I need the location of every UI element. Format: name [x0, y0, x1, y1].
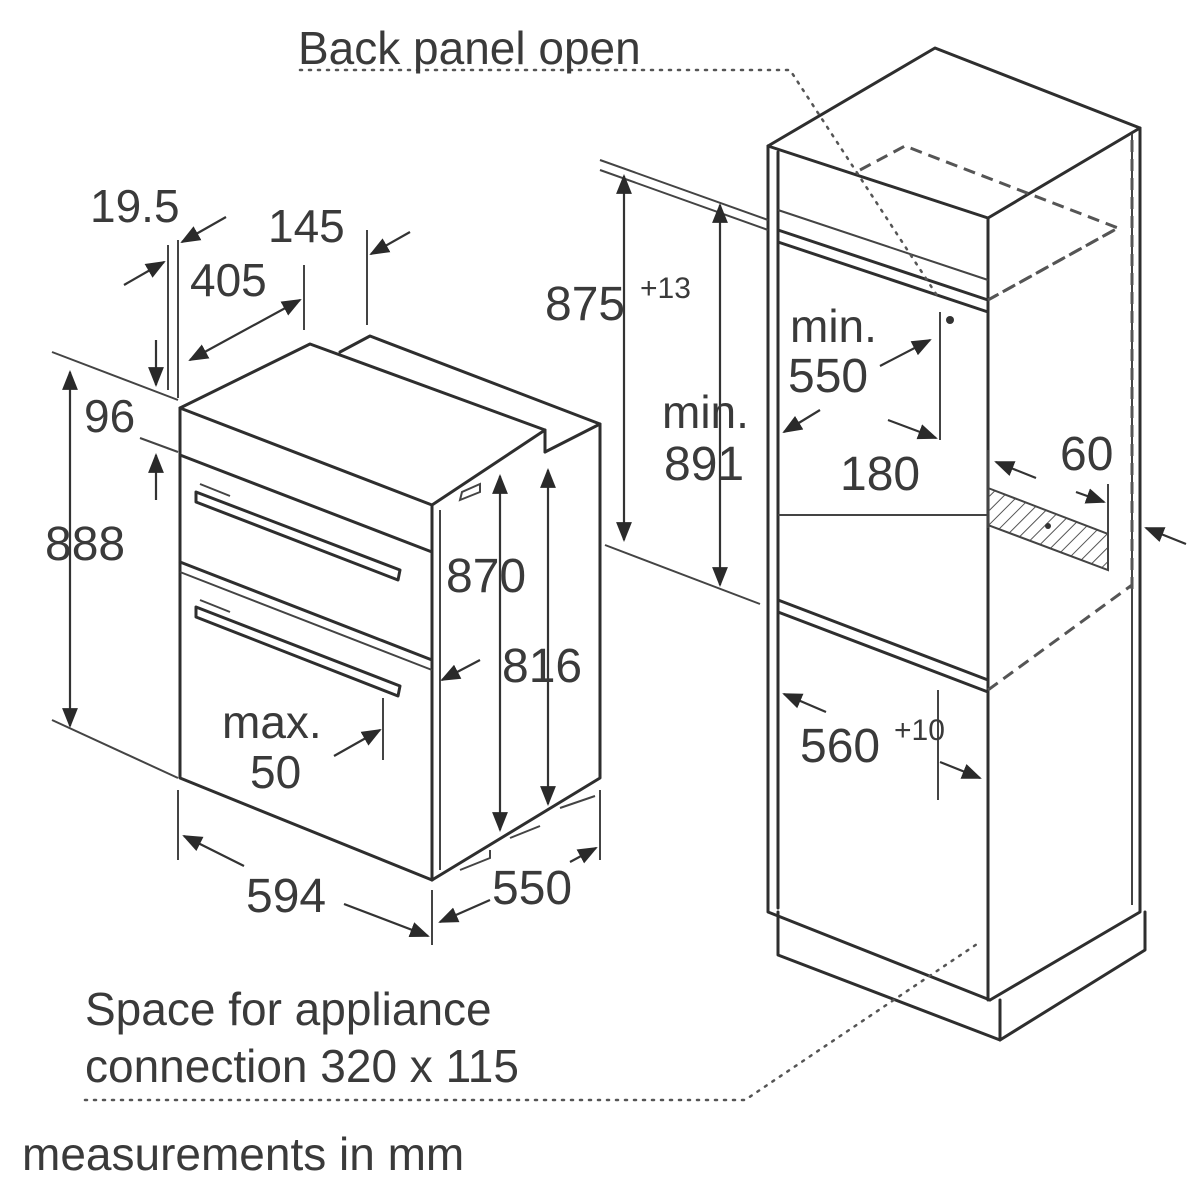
max-50-label-line2: 50	[250, 746, 301, 798]
connection-label-line1: Space for appliance	[85, 983, 492, 1035]
dim-875: 875	[545, 278, 625, 331]
min-891-label-line1: min.	[662, 386, 749, 438]
oven-dimensions	[51, 216, 601, 945]
connection-label-line2: connection 320 x 115	[85, 1040, 519, 1092]
oven-drawing	[178, 334, 602, 882]
dim-405: 405	[190, 254, 267, 306]
dim-560-tolerance: +10	[894, 714, 945, 747]
min-550-label-line2: 550	[788, 350, 868, 403]
dim-96: 96	[84, 390, 135, 442]
dim-145: 145	[268, 200, 345, 252]
min-550-label-line1: min.	[790, 300, 877, 352]
dim-870: 870	[446, 550, 526, 603]
dim-560: 560	[800, 720, 880, 773]
units-note: measurements in mm	[22, 1128, 464, 1180]
dim-180: 180	[840, 448, 920, 501]
dim-594: 594	[246, 870, 326, 923]
dim-19-5: 19.5	[90, 180, 180, 232]
cabinet-dimensions	[83, 68, 1187, 1102]
dim-888: 888	[45, 518, 125, 571]
back-panel-label: Back panel open	[298, 22, 641, 74]
max-50-label-line1: max.	[222, 696, 322, 748]
dim-550: 550	[492, 862, 572, 915]
dim-60: 60	[1060, 428, 1113, 481]
dim-875-tolerance: +13	[640, 272, 691, 305]
min-891-label-line2: 891	[664, 438, 744, 491]
cabinet-drawing	[766, 46, 1147, 1042]
dim-816: 816	[502, 640, 582, 693]
